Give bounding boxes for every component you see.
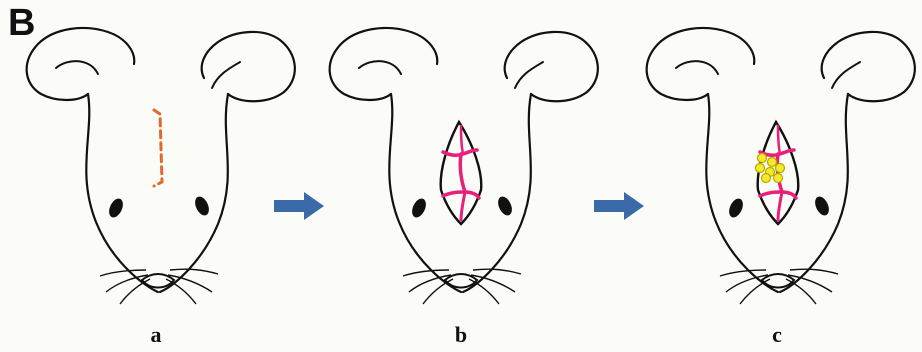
mouse-head-a [27,28,295,304]
arrow-b-to-c [594,192,644,220]
mouse-head-b [330,28,598,304]
mouse-head-c [647,28,915,304]
arrow-a-to-b [274,192,324,220]
step-label-b: b [455,322,467,348]
incision-line [154,110,162,186]
step-label-c: c [772,322,782,348]
step-label-a: a [151,322,162,348]
